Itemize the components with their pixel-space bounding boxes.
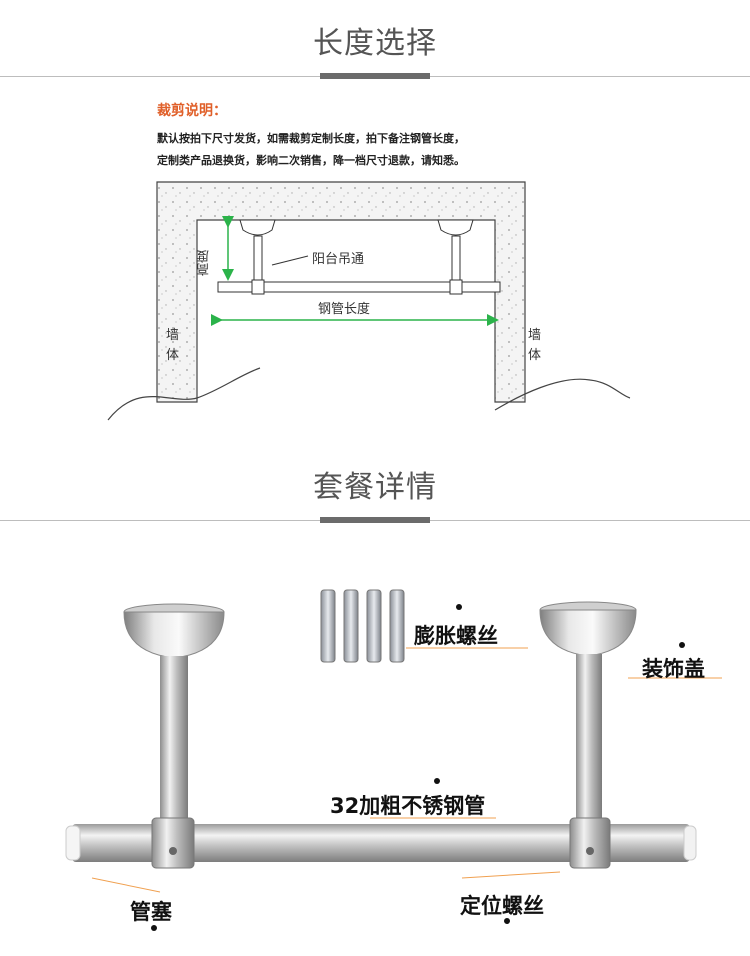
steel-pipe-label: 32加粗不锈钢管 xyxy=(330,794,486,818)
leader-screw xyxy=(461,871,561,879)
decor-cap-right xyxy=(539,609,637,657)
label-dot xyxy=(504,918,510,924)
pipe-length-label: 钢管长度 xyxy=(318,302,371,317)
fixing-screw-left xyxy=(169,847,177,855)
pipe-plug-left xyxy=(65,825,81,861)
section-title-length: 长度选择 xyxy=(313,26,437,61)
ceiling-wall-shape xyxy=(156,181,526,403)
label-dot xyxy=(456,604,462,610)
pipe-plug-right xyxy=(683,825,697,861)
divider-accent xyxy=(320,517,430,523)
rod-right xyxy=(576,654,602,834)
clamp-left xyxy=(251,279,265,295)
mount-cap-right xyxy=(437,219,474,236)
fixing-screw-right xyxy=(586,847,594,855)
decor-cap-left xyxy=(123,611,225,659)
rod-left xyxy=(160,656,188,836)
rack-label: 阳台吊通 xyxy=(312,252,365,267)
pipe-shape xyxy=(217,281,501,293)
leader-plug xyxy=(91,877,161,893)
installation-diagram xyxy=(107,181,631,421)
wall-label-right: 墙体 xyxy=(528,328,542,363)
ground-wave-right xyxy=(494,378,631,411)
fixing-screw-label: 定位螺丝 xyxy=(460,894,544,918)
height-label: 高度 xyxy=(197,250,212,276)
rack-leader-line xyxy=(271,255,309,266)
rod-right xyxy=(451,235,461,285)
pipe-plug-label: 管塞 xyxy=(130,900,172,924)
label-dot xyxy=(679,642,685,648)
decor-cap-label: 装饰盖 xyxy=(642,657,705,681)
section-title-package: 套餐详情 xyxy=(313,470,437,505)
steel-pipe xyxy=(72,824,690,862)
label-dot xyxy=(151,925,157,931)
note-line-1: 默认按拍下尺寸发货，如需裁剪定制长度，拍下备注钢管长度， xyxy=(157,132,465,145)
ground-wave-left xyxy=(107,367,261,421)
note-title: 裁剪说明： xyxy=(157,103,227,119)
wall-label-left: 墙体 xyxy=(166,328,180,363)
expansion-screw-label: 膨胀螺丝 xyxy=(414,624,498,648)
mount-cap-left xyxy=(239,219,276,236)
product-illustration xyxy=(65,589,722,893)
rod-left xyxy=(253,235,263,285)
note-line-2: 定制类产品退换货，影响二次销售，降一档尺寸退款，请知悉。 xyxy=(157,154,465,167)
clamp-left xyxy=(151,817,195,869)
clamp-right xyxy=(449,279,463,295)
label-dot xyxy=(434,778,440,784)
divider-accent xyxy=(320,73,430,79)
clamp-right xyxy=(569,817,611,869)
expansion-screws xyxy=(320,589,405,663)
